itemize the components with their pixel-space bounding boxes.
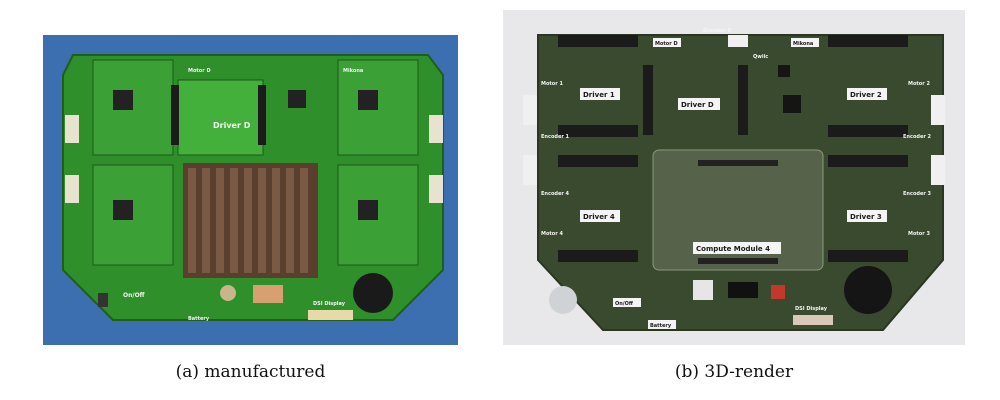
connector <box>523 95 537 125</box>
chip <box>288 90 306 108</box>
label-bg <box>847 210 887 222</box>
chip <box>358 90 378 110</box>
label-bg <box>580 210 620 222</box>
label-motor-d: Motor D <box>188 68 211 74</box>
cm-connector <box>698 258 778 264</box>
label-dsi-display: DSI Display <box>313 301 346 307</box>
pin-header <box>171 85 179 145</box>
label-motor-1: Motor 1 <box>541 81 563 87</box>
label-motor-4: Motor 4 <box>541 231 563 237</box>
label-driver-d: Driver D <box>681 101 714 109</box>
label-driver-4: Driver 4 <box>583 213 615 221</box>
compute-module <box>652 149 824 271</box>
label-bg <box>678 98 720 110</box>
dip-switch <box>253 285 283 303</box>
power-jack <box>98 293 108 307</box>
connector <box>523 155 537 185</box>
label-mikona: Mikona <box>343 68 363 74</box>
chip <box>778 65 790 77</box>
cm-connector <box>698 160 778 166</box>
label-motor-d: Motor D <box>655 41 678 47</box>
connector <box>429 115 443 143</box>
buzzer <box>353 273 393 313</box>
label-battery: Battery <box>188 316 210 322</box>
dsi-connector <box>308 310 353 320</box>
rotary-switch <box>220 285 236 301</box>
driver-module-d <box>177 79 264 156</box>
label-mikona: Mikona <box>793 41 813 47</box>
connector <box>429 175 443 203</box>
chip <box>113 200 133 220</box>
rotary-switch <box>693 280 713 300</box>
connector <box>65 175 79 203</box>
label-bg <box>648 320 676 329</box>
photo-manufactured-board: Driver D Motor D Mikona On/Off Battery D… <box>43 35 458 345</box>
label-encoder-3: Encoder 3 <box>903 191 932 197</box>
dsi-connector <box>793 315 833 325</box>
label-bg <box>580 88 620 100</box>
chip <box>113 90 133 110</box>
label-motor-2: Motor 2 <box>908 81 930 87</box>
panel-3d-render: Driver 1 Driver D Driver 2 Driver 3 Driv… <box>503 0 965 400</box>
label-encoder-d: Encoder D <box>703 28 732 34</box>
label-driver-2: Driver 2 <box>850 91 882 99</box>
reset-button <box>771 285 785 299</box>
label-driver-d: Driver D <box>213 121 251 130</box>
label-qwiic: Qwiic <box>753 54 768 60</box>
connector <box>728 35 748 47</box>
buzzer <box>844 266 892 314</box>
label-driver-3: Driver 3 <box>850 213 882 221</box>
connector <box>931 95 945 125</box>
caption-3d-render: (b) 3D-render <box>674 362 794 382</box>
label-bg <box>653 38 681 47</box>
label-on-off: On/Off <box>123 292 145 299</box>
label-encoder-2: Encoder 2 <box>903 134 932 140</box>
power-switch <box>549 286 577 314</box>
chip <box>358 200 378 220</box>
connector <box>65 115 79 143</box>
render-board: Driver 1 Driver D Driver 2 Driver 3 Driv… <box>503 10 965 345</box>
heatsink <box>183 163 318 278</box>
pcb-photo-svg: Driver D Motor D Mikona On/Off Battery D… <box>43 35 458 345</box>
label-driver-1: Driver 1 <box>583 91 615 99</box>
label-motor-3: Motor 3 <box>908 231 930 237</box>
label-battery: Battery <box>650 323 672 329</box>
label-encoder-1: Encoder 1 <box>541 134 570 140</box>
label-encoder-4: Encoder 4 <box>541 191 570 197</box>
label-bg <box>791 38 819 47</box>
connector <box>931 155 945 185</box>
chip <box>783 95 801 113</box>
pin-header <box>258 85 266 145</box>
label-bg <box>613 298 641 307</box>
caption-manufactured: (a) manufactured <box>175 362 326 382</box>
label-bg <box>847 88 887 100</box>
pcb-render-svg: Driver 1 Driver D Driver 2 Driver 3 Driv… <box>503 10 965 345</box>
pin-headers <box>558 35 908 262</box>
label-compute-module: Compute Module 4 <box>696 245 770 253</box>
panel-manufactured: Driver D Motor D Mikona On/Off Battery D… <box>43 0 458 400</box>
label-bg <box>693 242 781 254</box>
label-dsi-display: DSI Display <box>795 306 828 312</box>
dip-switch <box>728 282 758 298</box>
label-on-off: On/Off <box>615 301 634 307</box>
